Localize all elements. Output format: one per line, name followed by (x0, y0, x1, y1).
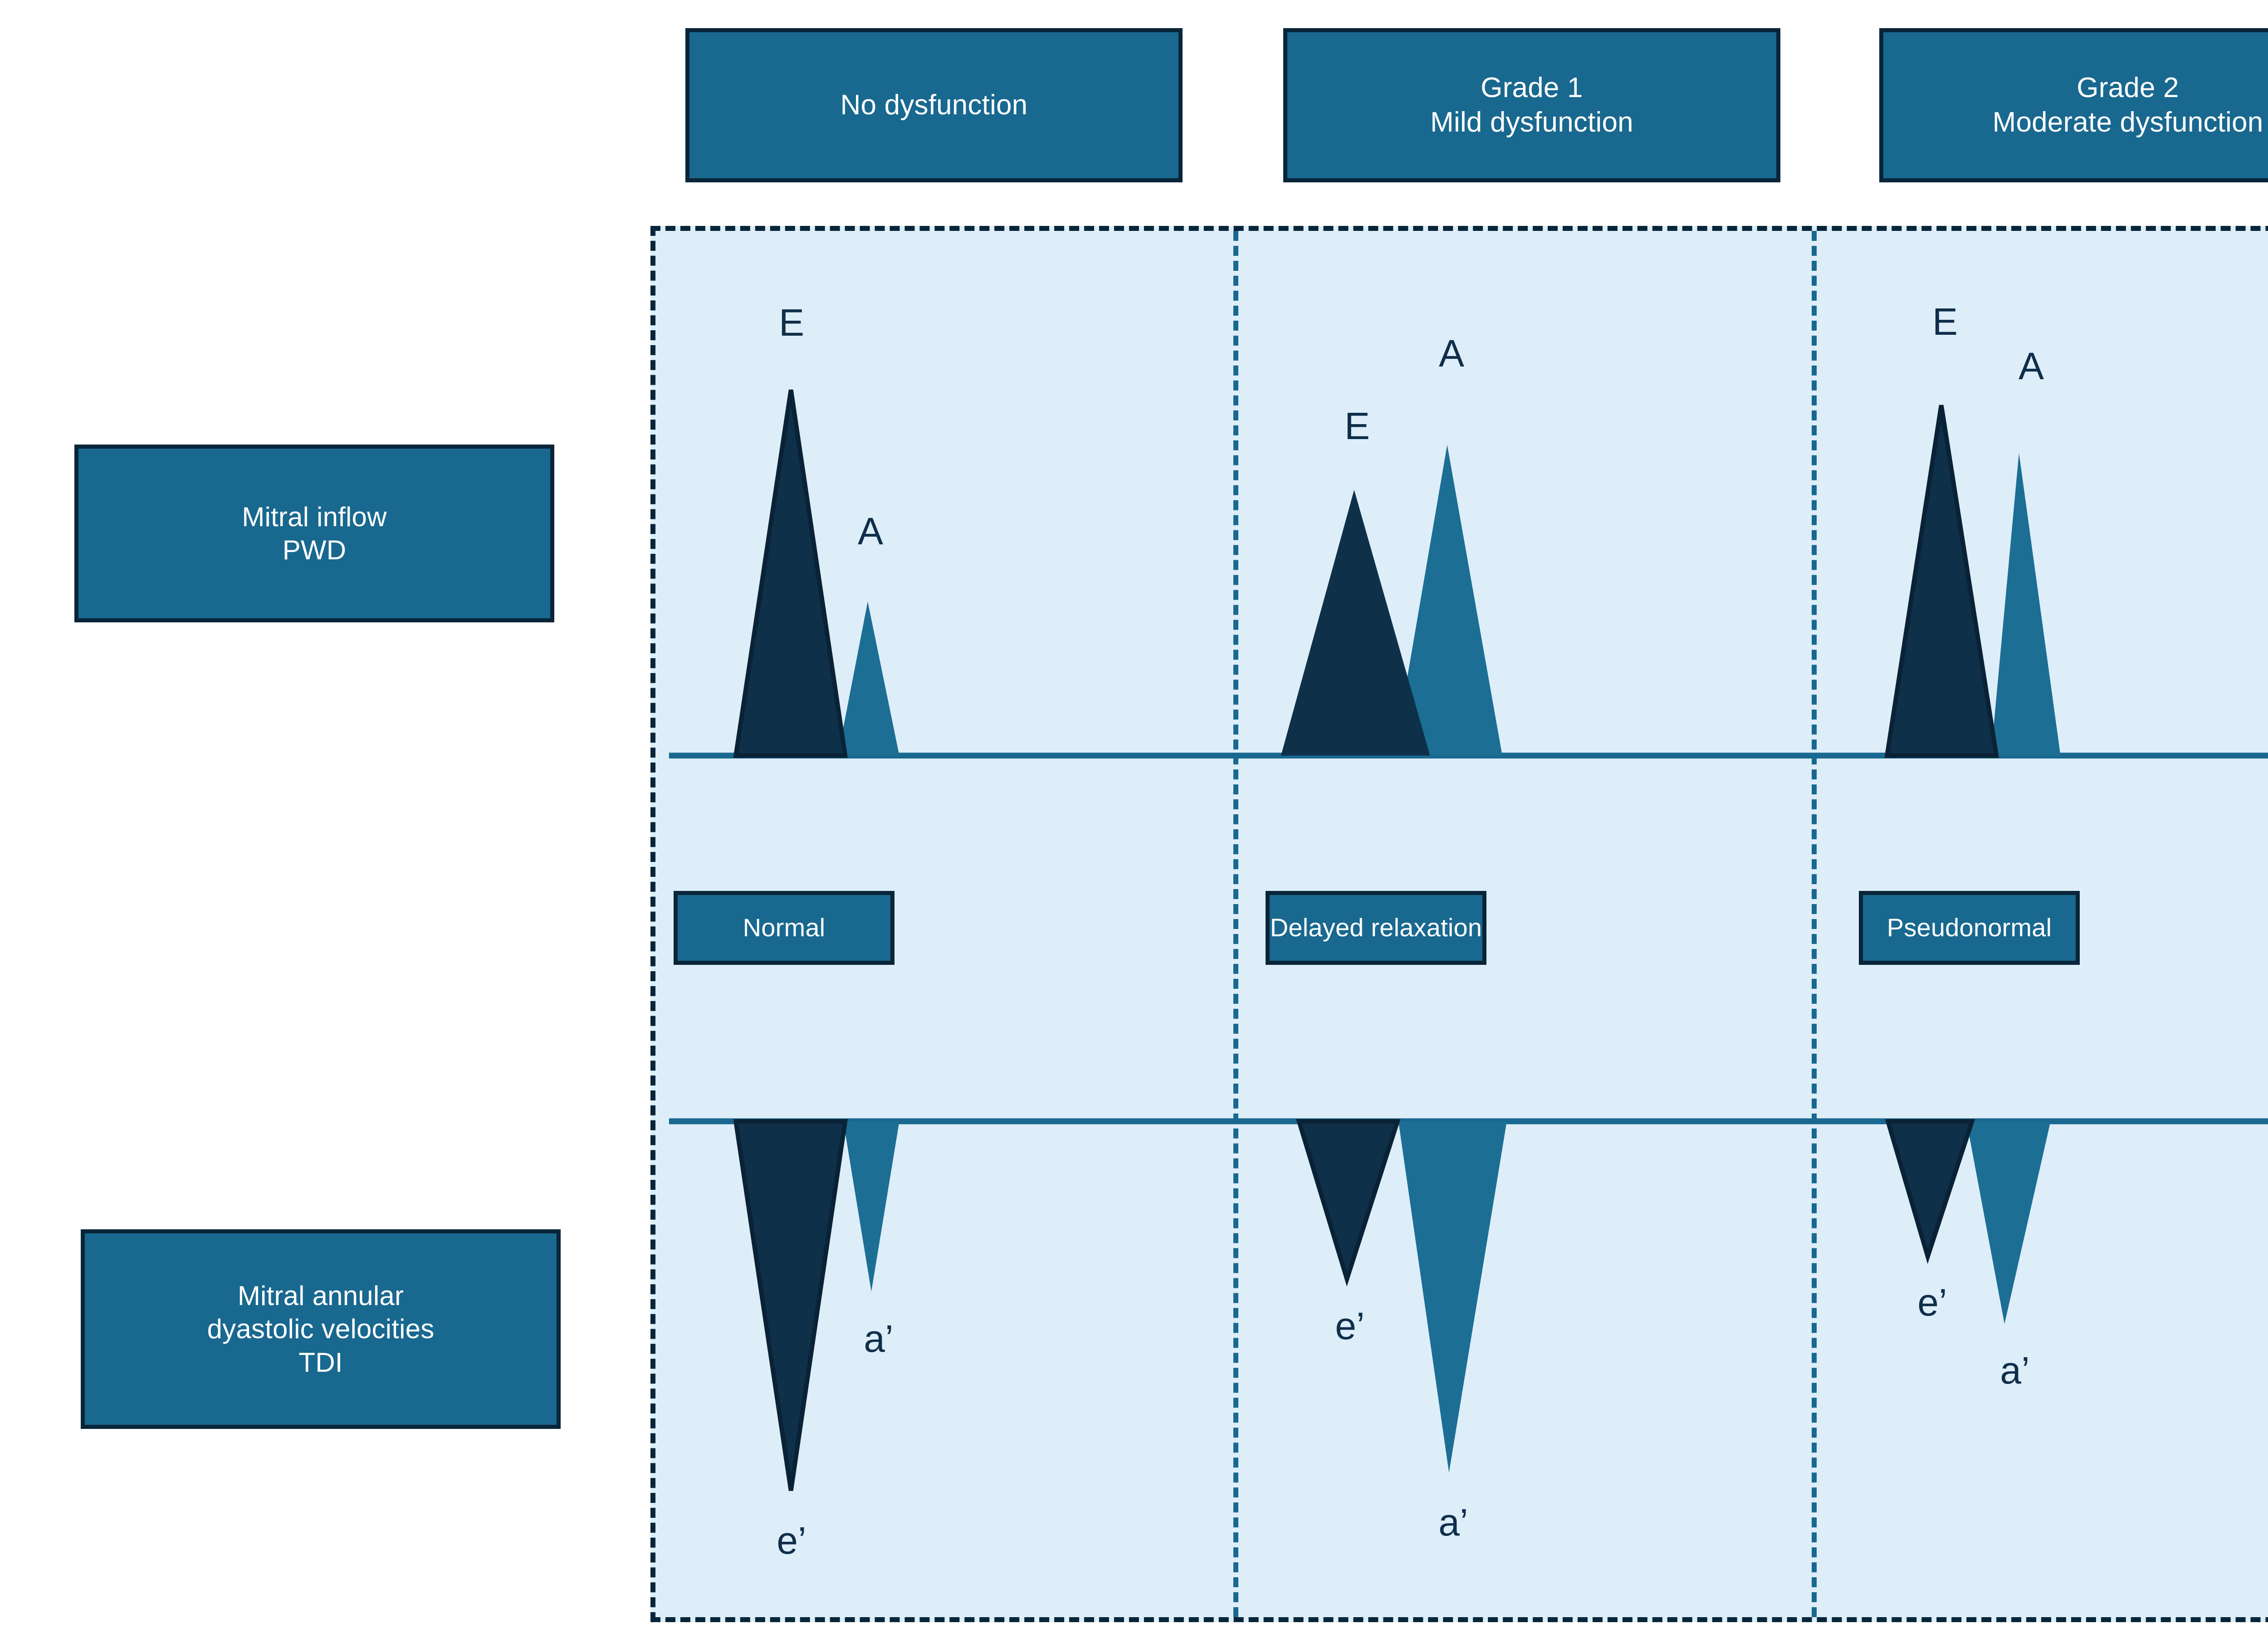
pattern-label-text: Delayed relaxation (1270, 913, 1482, 942)
wave-label-A: A (2018, 345, 2044, 387)
wave-label-e-prime: e’ (1917, 1281, 1947, 1324)
column-header-line: Grade 2 (2077, 72, 2179, 104)
tdi-e-wave-panel-1 (733, 1119, 848, 1491)
column-header-no-dysfunction: No dysfunction (685, 28, 1183, 182)
row-label-line: Mitral inflow (242, 501, 387, 532)
row-label-mitral-annular-tdi: Mitral annular dyastolic velocities TDI (81, 1229, 561, 1429)
tdi-e-wave-panel-3 (1885, 1119, 1975, 1264)
wave-label-A: A (1438, 332, 1465, 375)
pattern-label-text: Pseudonormal (1887, 913, 2052, 942)
column-header-line: Mild dysfunction (1430, 107, 1633, 138)
pwd-e-wave-panel-2 (1281, 489, 1430, 756)
row-label-line: Mitral annular (237, 1281, 404, 1311)
wave-label-a-prime: a’ (2000, 1349, 2030, 1392)
diastolic-dysfunction-diagram: E A e’ a’ E A e’ a’ E A e’ a’ E A e’ a’ … (650, 226, 2268, 1622)
panel-divider-1 (1233, 231, 1238, 1617)
pattern-label-text: Normal (743, 913, 826, 942)
tdi-e-wave-panel-2 (1296, 1119, 1401, 1287)
wave-label-E: E (1344, 405, 1370, 447)
wave-label-e-prime: e’ (777, 1519, 807, 1562)
pattern-label-normal: Normal (674, 891, 894, 965)
column-header-line: Grade 1 (1481, 72, 1583, 104)
row-label-mitral-inflow-pwd: Mitral inflow PWD (74, 445, 554, 622)
column-header-grade-2: Grade 2 Moderate dysfunction (1879, 28, 2268, 182)
row-label-line: TDI (298, 1347, 343, 1378)
pattern-label-pseudonormal: Pseudonormal (1859, 891, 2080, 965)
row-label-line: PWD (282, 535, 347, 565)
waveform-layer (669, 389, 2268, 1491)
wave-label-e-prime: e’ (1335, 1305, 1365, 1347)
pwd-e-wave-panel-3 (1884, 405, 1999, 758)
pwd-a-wave-panel-2 (1393, 445, 1502, 756)
column-header-line: Moderate dysfunction (1992, 107, 2263, 138)
tdi-a-wave-panel-1 (843, 1121, 899, 1292)
tdi-a-wave-panel-2 (1398, 1121, 1507, 1473)
wave-label-E: E (1932, 300, 1958, 343)
pattern-label-delayed-relaxation: Delayed relaxation (1266, 891, 1486, 965)
tdi-a-wave-panel-3 (1966, 1121, 2051, 1324)
row-label-line: dyastolic velocities (207, 1314, 435, 1345)
wave-label-a-prime: a’ (864, 1317, 894, 1360)
pwd-a-wave-panel-3 (1991, 453, 2061, 756)
pwd-a-wave-panel-1 (838, 601, 899, 756)
wave-label-E: E (778, 301, 805, 344)
column-header-line: No dysfunction (840, 89, 1028, 121)
pwd-e-wave-panel-1 (733, 389, 848, 758)
panel-divider-2 (1812, 231, 1817, 1617)
wave-label-A: A (857, 510, 884, 553)
column-header-grade-1: Grade 1 Mild dysfunction (1283, 28, 1780, 182)
wave-label-a-prime: a’ (1438, 1501, 1468, 1544)
